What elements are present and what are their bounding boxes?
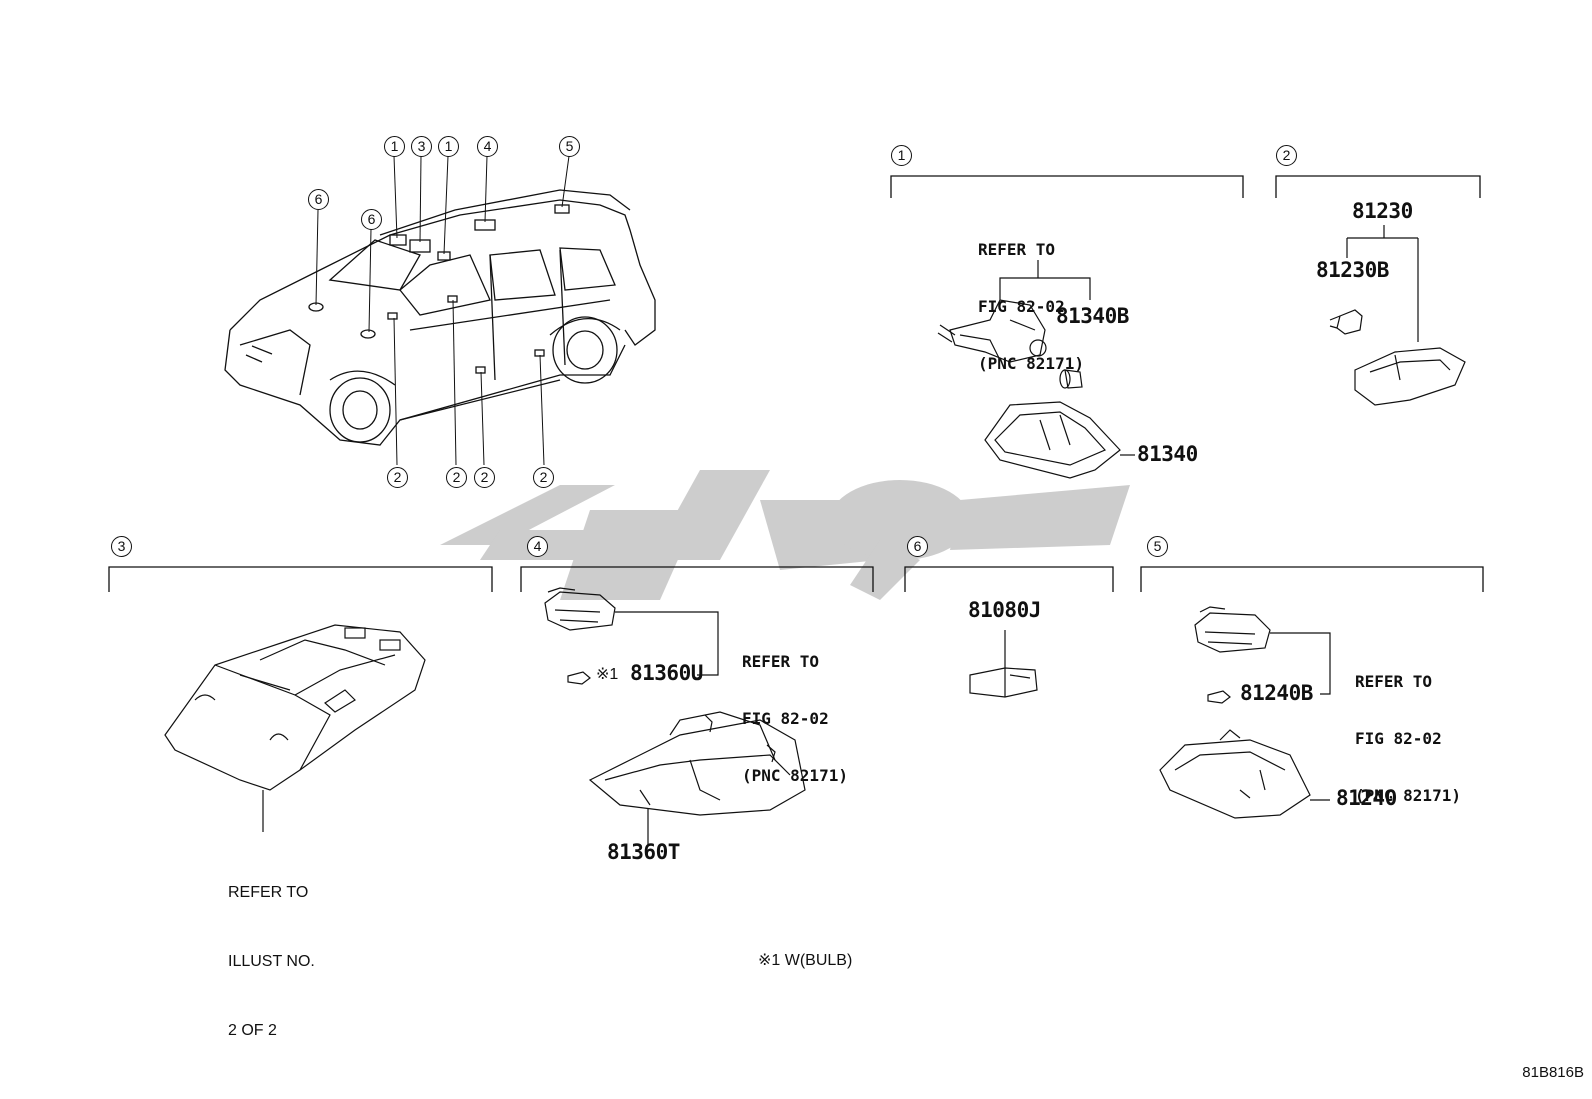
watermark-logo [440, 470, 1130, 600]
group-1-reference-line-2: FIG 82-02 [978, 297, 1065, 316]
vehicle-callout-4: 4 [477, 136, 498, 157]
group-5-reference-line-1: REFER TO [1355, 672, 1433, 691]
group-1-drawings [937, 260, 1135, 479]
group-5-reference-line-3: (PNC 82171) [1355, 786, 1461, 805]
vehicle-callout-1a: 1 [384, 136, 405, 157]
bracket-group-3 [108, 566, 493, 592]
part-number-81340: 81340 [1137, 442, 1198, 466]
part-number-81360T: 81360T [607, 840, 680, 864]
group-5-reference-line-2: FIG 82-02 [1355, 729, 1442, 748]
group-4-drawings [544, 587, 806, 846]
part-number-81340B: 81340B [1056, 304, 1129, 328]
vehicle-callout-2a: 2 [387, 467, 408, 488]
group-4-reference: REFER TO FIG 82-02 (PNC 82171) [742, 614, 848, 804]
group-5-number: 5 [1147, 536, 1168, 557]
bulb-mark-group-4: ※1 [596, 666, 619, 683]
vehicle-callout-5: 5 [559, 136, 580, 157]
group-5-reference: REFER TO FIG 82-02 (PNC 82171) [1355, 634, 1461, 824]
part-number-81360U: 81360U [630, 661, 703, 685]
group-1-number: 1 [891, 145, 912, 166]
vehicle-callout-6b: 6 [361, 209, 382, 230]
group-4-reference-line-2: FIG 82-02 [742, 709, 829, 728]
vehicle-overview-drawing [224, 189, 656, 446]
group-3-reference-line-1: REFER TO [228, 884, 309, 901]
vehicle-callout-2b: 2 [446, 467, 467, 488]
vehicle-callout-leaders [315, 155, 570, 466]
part-number-81240B: 81240B [1240, 681, 1313, 705]
group-3-drawings [164, 624, 426, 832]
group-2-number: 2 [1276, 145, 1297, 166]
group-1-reference: REFER TO FIG 82-02 (PNC 82171) [978, 202, 1084, 392]
group-4-reference-line-1: REFER TO [742, 652, 820, 671]
group-6-number: 6 [907, 536, 928, 557]
part-number-81230B: 81230B [1316, 258, 1389, 282]
part-number-81230: 81230 [1352, 199, 1413, 223]
bracket-group-1 [890, 175, 1244, 198]
group-3-reference-line-2: ILLUST NO. [228, 953, 315, 970]
figure-id: 81B816B [1522, 1064, 1584, 1081]
bracket-group-5 [1140, 566, 1484, 592]
group-3-reference: REFER TO ILLUST NO. 2 OF 2 [228, 835, 315, 1065]
group-1-reference-line-1: REFER TO [978, 240, 1056, 259]
vehicle-callout-3: 3 [411, 136, 432, 157]
part-number-81080J: 81080J [968, 598, 1041, 622]
group-3-number: 3 [111, 536, 132, 557]
bracket-group-2 [1275, 175, 1481, 198]
part-number-81240: 81240 [1336, 786, 1397, 810]
group-brackets [108, 175, 1484, 592]
group-3-reference-line-3: 2 OF 2 [228, 1022, 277, 1039]
vehicle-callout-2c: 2 [474, 467, 495, 488]
group-6-drawings [969, 630, 1038, 698]
bracket-group-4 [520, 566, 874, 592]
group-4-reference-line-3: (PNC 82171) [742, 766, 848, 785]
bulb-footnote: ※1 W(BULB) [758, 952, 853, 969]
group-4-number: 4 [527, 536, 548, 557]
vehicle-callout-2d: 2 [533, 467, 554, 488]
vehicle-callout-6a: 6 [308, 189, 329, 210]
group-1-reference-line-3: (PNC 82171) [978, 354, 1084, 373]
group-5-drawings [1159, 606, 1331, 819]
group-2-drawings [1329, 225, 1466, 406]
vehicle-callout-1b: 1 [438, 136, 459, 157]
bracket-group-6 [904, 566, 1114, 592]
